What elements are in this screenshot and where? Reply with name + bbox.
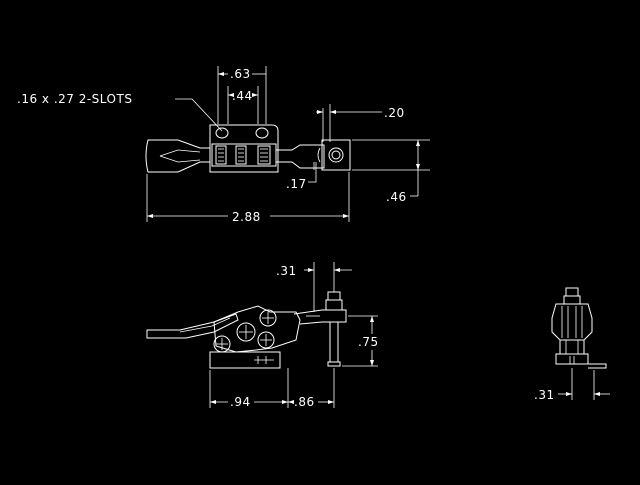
top-arm (276, 144, 325, 169)
dim-hole: .17 (286, 177, 307, 191)
dim-spindle-offset: .31 (276, 264, 297, 278)
top-handle (145, 139, 211, 173)
end-view-dimensions: .31 (534, 368, 610, 402)
dim-height-side: .75 (358, 335, 379, 349)
top-view (145, 124, 351, 173)
side-spindle-nut (325, 299, 343, 311)
dim-tip: .20 (384, 106, 405, 120)
dim-base-right: .86 (294, 395, 315, 409)
slot-left (215, 127, 229, 139)
top-base-plate (209, 124, 279, 173)
dim-end-width: .31 (534, 388, 555, 402)
end-base (555, 353, 589, 365)
dim-slot-spacing-inner: .44 (232, 89, 253, 103)
pivot-4 (259, 309, 277, 327)
dim-slot-spacing-outer: .63 (230, 67, 251, 81)
dim-base-left: .94 (230, 395, 251, 409)
top-clamp-head (321, 139, 351, 171)
side-handle (146, 313, 239, 339)
end-body (551, 303, 593, 341)
side-clamp-arm (293, 309, 347, 325)
dim-overall-length: 2.88 (232, 210, 261, 224)
top-view-dimensions: .63 .44 .16 x .27 2-SLOTS .20 .17 .46 (17, 66, 430, 224)
side-view-dimensions: .31 .75 .94 .86 (209, 262, 379, 409)
side-view (146, 291, 347, 369)
top-spindle-hole (328, 147, 344, 163)
dim-height-top: .46 (386, 190, 407, 204)
end-spindle-top (565, 287, 579, 297)
end-view (551, 287, 607, 369)
slot-right (255, 127, 269, 139)
side-base (209, 351, 281, 369)
side-linkage (213, 305, 301, 353)
slots-note: .16 x .27 2-SLOTS (17, 92, 132, 106)
pivot-3 (257, 331, 275, 349)
pivot-2 (236, 322, 256, 342)
